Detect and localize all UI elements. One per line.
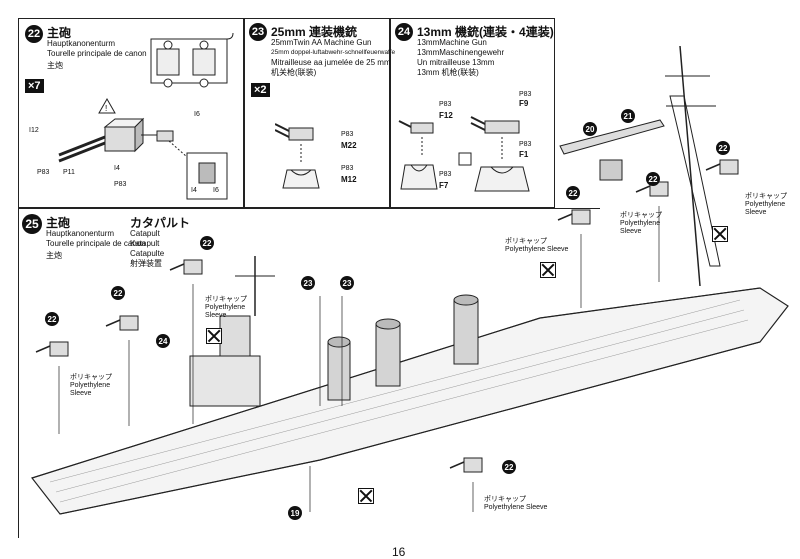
no-glue-icon: [358, 488, 374, 504]
callout-19: 19: [288, 506, 302, 520]
step-22-title-fr: Tourelle principale de canon: [47, 49, 147, 58]
no-glue-icon: [540, 262, 556, 278]
step-22-title-de: Hauptkanonenturm: [47, 39, 116, 48]
sprue-grid-diagram: [150, 32, 234, 88]
step-23-title: 25mm 連装機銃: [271, 25, 358, 39]
step-22-title: 主砲: [47, 26, 72, 40]
sleeve-en2: Sleeve: [70, 390, 92, 397]
sleeve-en2: Sleeve: [620, 228, 642, 235]
paint-code-p83-b: P83: [114, 181, 127, 188]
paint-code-f7: P83: [439, 171, 452, 178]
step-22-number: 22: [25, 25, 43, 43]
step-24-number: 24: [395, 23, 413, 41]
step-24-line-2: 13mmMaschinengewehr: [417, 48, 505, 57]
paint-code-f9: P83: [519, 91, 532, 98]
step-24-line-4: 13mm 机枪(联装): [417, 68, 479, 77]
step-24-line-3: Un mitrailleuse 13mm: [417, 58, 495, 67]
catapult-title-fr: Catapulte: [130, 249, 165, 258]
part-label-f1: F1: [519, 150, 529, 159]
step-23-line-2: 25mm doppel-luftabwehr-schnellfeuerwaffe: [271, 49, 396, 56]
step-23-line-1: 25mmTwin AA Machine Gun: [271, 38, 372, 47]
mg-drawing: [398, 116, 530, 192]
turret-drawing: !: [58, 97, 228, 200]
callout-22-e: 22: [111, 286, 125, 300]
sleeve-ja: ポリキャップ: [484, 496, 526, 503]
sleeve-en1: Polyethylene: [70, 382, 111, 389]
sleeve-ja: ポリキャップ: [205, 296, 247, 303]
step-25-title-fr: Tourelle principale de canon: [46, 239, 146, 248]
paint-code-p11: P11: [63, 169, 75, 176]
callout-22-f: 22: [45, 312, 59, 326]
callout-20: 20: [583, 122, 597, 136]
sleeve-en2: Sleeve: [205, 312, 227, 319]
step-25-title-zh: 主炮: [46, 251, 62, 260]
sleeve-ja: ポリキャップ: [505, 238, 547, 245]
step-25-title: 主砲: [46, 216, 71, 230]
step-23-line-4: 机关枪(联装): [271, 68, 317, 77]
multiplier-badge: ×2: [251, 83, 270, 97]
part-label-m22: M22: [341, 141, 357, 150]
no-glue-icon: [206, 328, 222, 344]
catapult-title-en: Catapult: [130, 229, 160, 238]
part-label-f7: F7: [439, 181, 449, 190]
callout-22-b: 22: [646, 172, 660, 186]
part-label-i4: I4: [114, 165, 120, 172]
step-25-panel: [18, 208, 600, 538]
cruiser-hull-drawing: [30, 45, 789, 515]
sleeve-en: Polyethylene Sleeve: [484, 504, 548, 511]
step-23-line-3: Mitrailleuse aa jumelée de 25 mm: [271, 58, 391, 67]
step-22-title-zh: 主炮: [47, 61, 63, 70]
step-25-title-de: Hauptkanonenturm: [46, 229, 115, 238]
sleeve-ja: ポリキャップ: [620, 212, 662, 219]
catapult-title-zh: 射弹装置: [130, 259, 162, 268]
sleeve-en1: Polyethylene: [205, 304, 246, 311]
part-label-m12: M12: [341, 175, 357, 184]
callout-22-g: 22: [502, 460, 516, 474]
catapult-title: カタパルト: [130, 216, 191, 230]
paint-code-f12: P83: [439, 101, 452, 108]
part-label-i6: I6: [194, 111, 200, 118]
step-24-line-1: 13mmMachine Gun: [417, 38, 487, 47]
part-label-f9: F9: [519, 99, 529, 108]
step-22-panel: 22 主砲 Hauptkanonenturm Tourelle principa…: [18, 18, 244, 208]
multiplier-badge: ×7: [25, 79, 44, 93]
sleeve-en2: Sleeve: [745, 209, 767, 216]
paint-code-m12: P83: [341, 165, 354, 172]
part-label-i12: I12: [29, 127, 39, 134]
paint-code-p83-a: P83: [37, 169, 50, 176]
no-glue-icon: [712, 226, 728, 242]
paint-code-f1: P83: [519, 141, 532, 148]
sleeve-en: Polyethylene Sleeve: [505, 246, 569, 253]
step-24-panel: 24 13mm 機銃(連装・4連装) 13mmMachine Gun 13mmM…: [390, 18, 555, 208]
callout-24: 24: [156, 334, 170, 348]
step-23-number: 23: [249, 23, 267, 41]
sleeve-en1: Polyethylene: [620, 220, 661, 227]
part-label-f12: F12: [439, 111, 453, 120]
sleeve-ja: ポリキャップ: [745, 193, 787, 200]
step-25-number: 25: [22, 214, 42, 234]
callout-23-b: 23: [340, 276, 354, 290]
sleeve-en1: Polyethylene: [745, 201, 786, 208]
part-label-i4-detail: I4: [191, 187, 197, 194]
sleeve-ja: ポリキャップ: [70, 374, 112, 381]
step-24-title: 13mm 機銃(連装・4連装): [417, 25, 554, 39]
catapult-title-de: Katapult: [130, 239, 160, 248]
svg-text:!: !: [105, 104, 107, 113]
callout-22-a: 22: [566, 186, 580, 200]
callout-23-a: 23: [301, 276, 315, 290]
step-23-panel: 23 25mm 連装機銃 25mmTwin AA Machine Gun 25m…: [244, 18, 395, 208]
page-number: 16: [392, 545, 406, 559]
callout-22-c: 22: [716, 141, 730, 155]
paint-code-m22: P83: [341, 131, 354, 138]
part-label-i6-detail: I6: [213, 187, 219, 194]
callout-21: 21: [621, 109, 635, 123]
callout-22-d: 22: [200, 236, 214, 250]
aa-gun-drawing: [275, 123, 320, 189]
